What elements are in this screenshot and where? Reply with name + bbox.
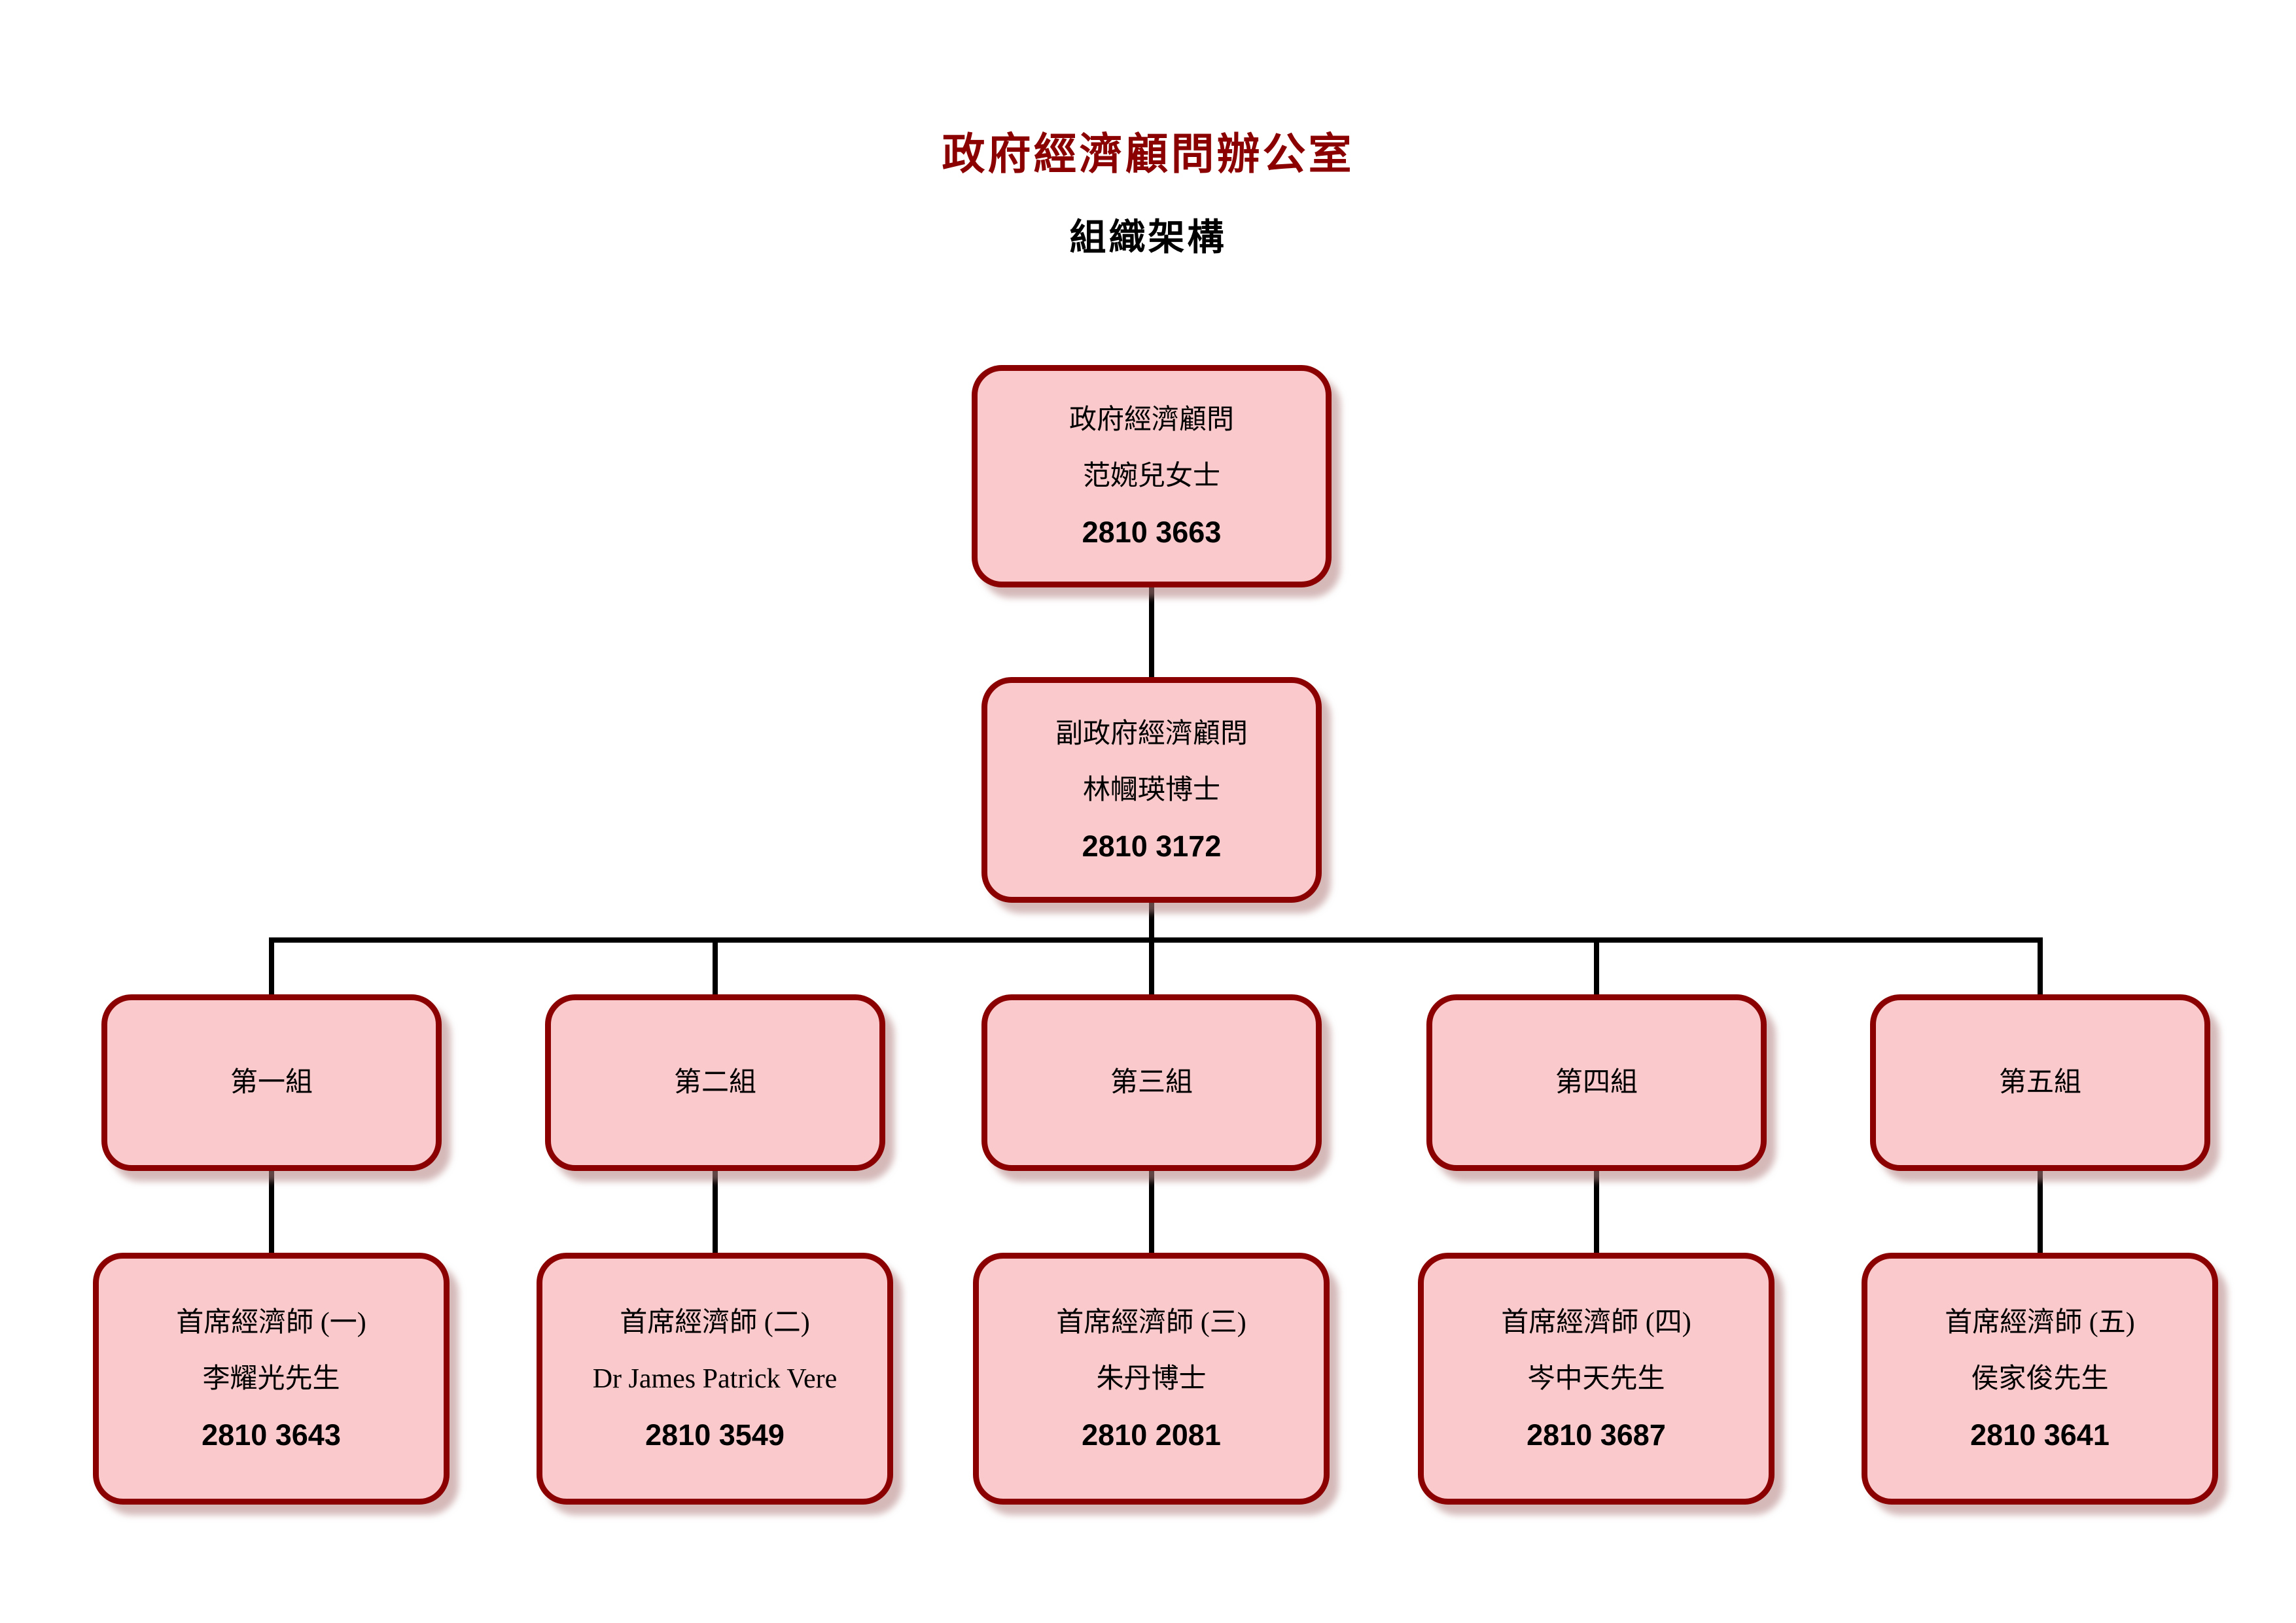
node-phone: 2810 3641 xyxy=(1970,1418,2110,1452)
connector-group3-chief3 xyxy=(1149,1170,1154,1255)
node-principal-economist-4: 首席經濟師 (四) 岑中天先生 2810 3687 xyxy=(1418,1253,1775,1505)
page-subtitle: 組織架構 xyxy=(1069,218,1227,258)
connector-group1-chief1 xyxy=(269,1170,274,1255)
node-person-name: 范婉兒女士 xyxy=(1082,461,1220,491)
group-label: 第三組 xyxy=(1110,1068,1193,1098)
node-person-name: 岑中天先生 xyxy=(1527,1363,1665,1394)
node-group-2: 第二組 xyxy=(545,994,885,1171)
node-title: 政府經濟顧問 xyxy=(1069,405,1234,435)
node-person-name: 林幗瑛博士 xyxy=(1082,775,1220,805)
connector-group2-chief2 xyxy=(713,1170,718,1255)
node-person-name: 李耀光先生 xyxy=(202,1363,340,1394)
connector-root-deputy xyxy=(1149,587,1154,677)
connector-bus-group-3 xyxy=(1149,937,1154,996)
node-title: 首席經濟師 (五) xyxy=(1945,1307,2135,1338)
node-principal-economist-5: 首席經濟師 (五) 侯家俊先生 2810 3641 xyxy=(1862,1253,2218,1505)
node-phone: 2810 2081 xyxy=(1082,1418,1221,1452)
node-deputy-government-economist: 副政府經濟顧問 林幗瑛博士 2810 3172 xyxy=(981,677,1322,903)
node-group-4: 第四組 xyxy=(1426,994,1767,1171)
connector-deputy-bus xyxy=(1149,903,1154,940)
node-person-name: 朱丹博士 xyxy=(1096,1363,1207,1394)
node-principal-economist-2: 首席經濟師 (二) Dr James Patrick Vere 2810 354… xyxy=(537,1253,893,1505)
node-phone: 2810 3549 xyxy=(645,1418,785,1452)
connector-group5-chief5 xyxy=(2038,1170,2043,1255)
group-label: 第二組 xyxy=(673,1068,756,1098)
group-label: 第五組 xyxy=(1998,1068,2081,1098)
node-group-3: 第三組 xyxy=(981,994,1322,1171)
node-principal-economist-3: 首席經濟師 (三) 朱丹博士 2810 2081 xyxy=(973,1253,1330,1505)
node-principal-economist-1: 首席經濟師 (一) 李耀光先生 2810 3643 xyxy=(93,1253,450,1505)
node-title: 副政府經濟顧問 xyxy=(1055,718,1248,749)
node-person-name: 侯家俊先生 xyxy=(1971,1363,2109,1394)
node-phone: 2810 3687 xyxy=(1527,1418,1666,1452)
node-group-5: 第五組 xyxy=(1870,994,2210,1171)
node-government-economist: 政府經濟顧問 范婉兒女士 2810 3663 xyxy=(972,365,1332,587)
connector-bus-group-4 xyxy=(1594,937,1599,996)
node-group-1: 第一組 xyxy=(101,994,442,1171)
connector-group4-chief4 xyxy=(1594,1170,1599,1255)
group-label: 第四組 xyxy=(1555,1068,1638,1098)
node-phone: 2810 3172 xyxy=(1082,829,1222,863)
node-phone: 2810 3643 xyxy=(202,1418,341,1452)
node-title: 首席經濟師 (三) xyxy=(1056,1307,1246,1338)
node-title: 首席經濟師 (四) xyxy=(1501,1307,1691,1338)
node-title: 首席經濟師 (二) xyxy=(620,1307,810,1338)
connector-horizontal-bus xyxy=(269,937,2043,943)
page-title: 政府經濟顧問辦公室 xyxy=(942,131,1354,179)
node-phone: 2810 3663 xyxy=(1082,515,1222,549)
connector-bus-group-5 xyxy=(2038,937,2043,996)
group-label: 第一組 xyxy=(230,1068,313,1098)
node-person-name: Dr James Patrick Vere xyxy=(592,1363,838,1394)
connector-bus-group-1 xyxy=(269,937,274,996)
connector-bus-group-2 xyxy=(713,937,718,996)
node-title: 首席經濟師 (一) xyxy=(176,1307,366,1338)
